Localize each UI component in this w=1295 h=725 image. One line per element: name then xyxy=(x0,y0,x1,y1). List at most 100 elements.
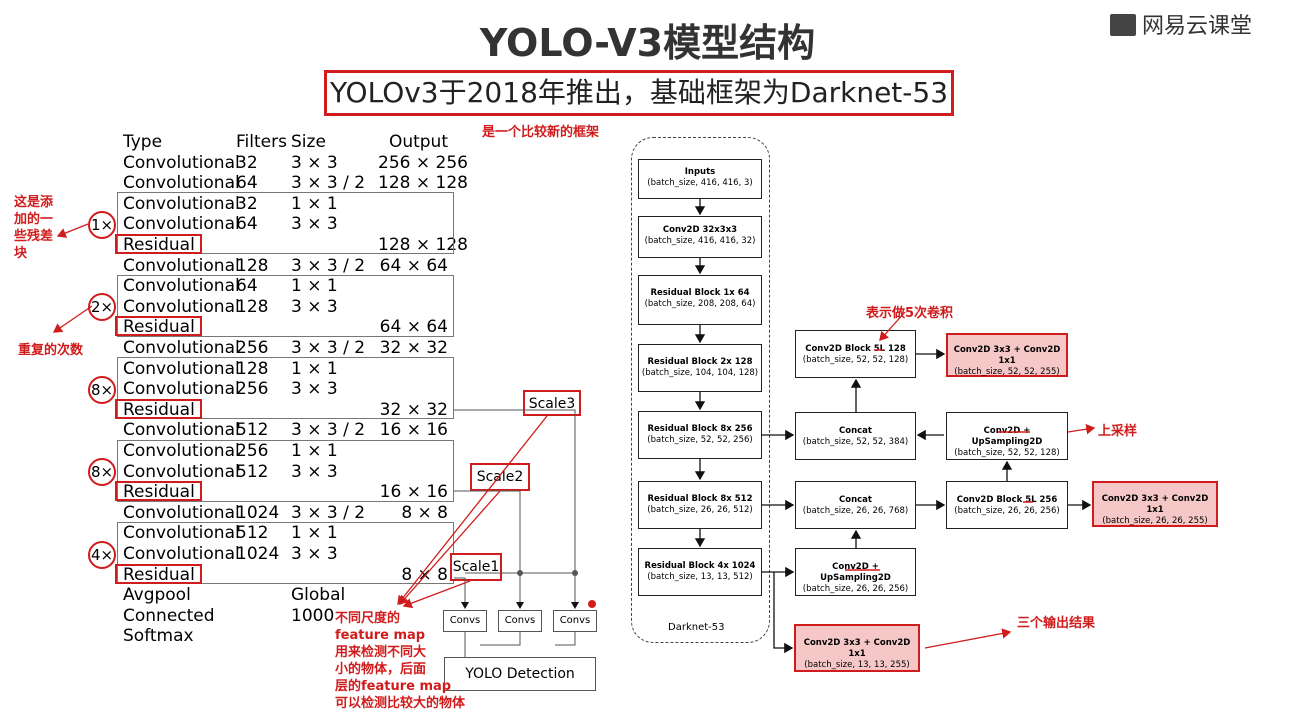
residual-group-1 xyxy=(117,192,454,254)
table-cell: Convolutional xyxy=(123,420,240,441)
block-name: Concat xyxy=(839,426,872,436)
table-cell: 1024 xyxy=(236,502,280,523)
residual-highlight xyxy=(115,234,202,254)
table-cell: 256 × 256 xyxy=(378,152,468,173)
table-cell: 1 × 1 xyxy=(291,358,338,379)
note-line: 小的物体，后面 xyxy=(335,662,427,677)
table-cell: Convolutional xyxy=(123,358,240,379)
table-cell: 8 × 8 xyxy=(401,564,448,585)
darknet-block: Residual Block 8x 256(batch_size, 52, 52… xyxy=(638,411,762,459)
note-residual-added: 这是添 加的一 些残差 块 xyxy=(14,194,53,262)
table-cell: Convolutional xyxy=(123,461,240,482)
table-cell: Convolutional xyxy=(123,296,240,317)
table-cell: Convolutional xyxy=(123,441,240,461)
table-cell: Convolutional xyxy=(123,214,240,235)
table-cell: 128 xyxy=(236,296,269,317)
table-cell: Convolutional xyxy=(123,338,240,358)
table-cell: 32 × 32 xyxy=(379,338,448,358)
block-name: Residual Block 2x 128 xyxy=(647,357,753,367)
block-name: Conv2D + UpSampling2D xyxy=(820,562,891,583)
table-cell: Residual xyxy=(123,399,195,420)
concat-26-block: Concat(batch_size, 26, 26, 768) xyxy=(795,481,916,529)
table-cell: 3 × 3 xyxy=(291,214,338,235)
block-name: Conv2D Block 5L 256 xyxy=(956,495,1058,505)
block-name: Conv2D 32x3x3 xyxy=(662,225,738,235)
table-cell: 1 × 1 xyxy=(291,523,338,544)
darknet-block: Residual Block 4x 1024(batch_size, 13, 1… xyxy=(638,548,762,596)
note-line: 些残差 xyxy=(14,229,54,244)
block-shape: (batch_size, 52, 52, 255) xyxy=(954,367,1060,377)
yolo-detection-box: YOLO Detection xyxy=(444,657,596,691)
table-cell: 128 xyxy=(236,358,269,379)
table-cell: 32 xyxy=(236,193,258,214)
note-line: 用来检测不同大 xyxy=(335,645,427,660)
convs-box: Convs xyxy=(553,610,597,632)
table-cell: 3 × 3 / 2 xyxy=(291,338,366,358)
note-five-conv: 表示做5次卷积 xyxy=(866,306,954,321)
residual-group-3 xyxy=(117,357,454,419)
note-line: 加的一 xyxy=(14,212,54,227)
table-cell: 256 xyxy=(236,441,269,461)
brand-logo: 网易云课堂 xyxy=(1110,8,1252,40)
darknet-block: Residual Block 1x 64(batch_size, 208, 20… xyxy=(638,275,762,325)
table-cell: Residual xyxy=(123,564,195,585)
upsample-26-block: Conv2D + UpSampling2D(batch_size, 26, 26… xyxy=(795,548,916,596)
note-three-outputs: 三个输出结果 xyxy=(1017,616,1096,631)
residual-group-4 xyxy=(117,440,454,502)
table-cell: 1 × 1 xyxy=(291,276,338,297)
table-cell: Connected xyxy=(123,605,215,626)
convs-out-line xyxy=(464,632,576,657)
output-52-block: Conv2D 3x3 + Conv2D 1x1(batch_size, 52, … xyxy=(946,333,1068,377)
book-icon xyxy=(1110,14,1136,36)
output-13-block: Conv2D 3x3 + Conv2D 1x1(batch_size, 13, … xyxy=(794,624,920,672)
table-cell: 8 × 8 xyxy=(401,502,448,523)
table-cell: 3 × 3 xyxy=(291,152,338,173)
table-cell: 64 × 64 xyxy=(379,317,448,338)
table-cell: Convolutional xyxy=(123,379,240,400)
repeat-badge: 1× xyxy=(88,211,116,239)
block-name: Conv2D 3x3 + Conv2D 1x1 xyxy=(1101,494,1209,515)
table-cell: 128 xyxy=(236,255,269,276)
scale1-box: Scale1 xyxy=(450,553,502,581)
table-cell: 3 × 3 / 2 xyxy=(291,502,366,523)
table-cell: 64 xyxy=(236,173,258,194)
brand-name: 网易云课堂 xyxy=(1142,14,1253,39)
table-cell: 32 xyxy=(236,152,258,173)
repeat-badge: 2× xyxy=(88,293,116,321)
block-shape: (batch_size, 416, 416, 32) xyxy=(644,236,756,246)
table-cell: Avgpool xyxy=(123,585,191,606)
table-cell: 1 × 1 xyxy=(291,441,338,461)
note-line: 块 xyxy=(14,246,28,261)
residual-group-2 xyxy=(117,275,454,337)
convs-box: Convs xyxy=(498,610,542,632)
table-cell: Residual xyxy=(123,482,195,503)
table-cell: Softmax xyxy=(123,626,194,647)
table-cell: 64 xyxy=(236,276,258,297)
table-cell: Residual xyxy=(123,235,195,255)
block-shape: (batch_size, 26, 26, 512) xyxy=(647,505,753,515)
table-cell: 256 xyxy=(236,379,269,400)
block-name: Concat xyxy=(839,495,872,505)
note-line: 不同尺度的 xyxy=(335,611,401,626)
repeat-badge: 8× xyxy=(88,376,116,404)
table-header: Filters xyxy=(236,132,287,152)
cursor-dot xyxy=(588,600,596,608)
page-title: YOLO-V3模型结构 xyxy=(479,21,816,65)
darknet-block: Residual Block 2x 128(batch_size, 104, 1… xyxy=(638,344,762,392)
note-new-framework: 是一个比较新的框架 xyxy=(482,125,600,140)
conv-block-5l-256: Conv2D Block 5L 256(batch_size, 26, 26, … xyxy=(946,481,1068,529)
table-cell: Convolutional xyxy=(123,173,240,194)
table-cell: 3 × 3 / 2 xyxy=(291,255,366,276)
scale3-box: Scale3 xyxy=(523,390,581,416)
residual-highlight xyxy=(115,399,202,419)
table-cell: Residual xyxy=(123,317,195,338)
table-cell: 3 × 3 xyxy=(291,296,338,317)
block-shape: (batch_size, 104, 104, 128) xyxy=(641,368,759,378)
note-line: 可以检测比较大的物体 xyxy=(335,696,466,711)
table-cell: Convolutional xyxy=(123,152,240,173)
output-26-block: Conv2D 3x3 + Conv2D 1x1(batch_size, 26, … xyxy=(1092,481,1218,527)
table-cell: 256 xyxy=(236,338,269,358)
subtitle-box: YOLOv3于2018年推出，基础框架为Darknet-53 xyxy=(324,70,954,116)
scale2-line xyxy=(454,490,524,609)
block-shape: (batch_size, 208, 208, 64) xyxy=(644,299,756,309)
